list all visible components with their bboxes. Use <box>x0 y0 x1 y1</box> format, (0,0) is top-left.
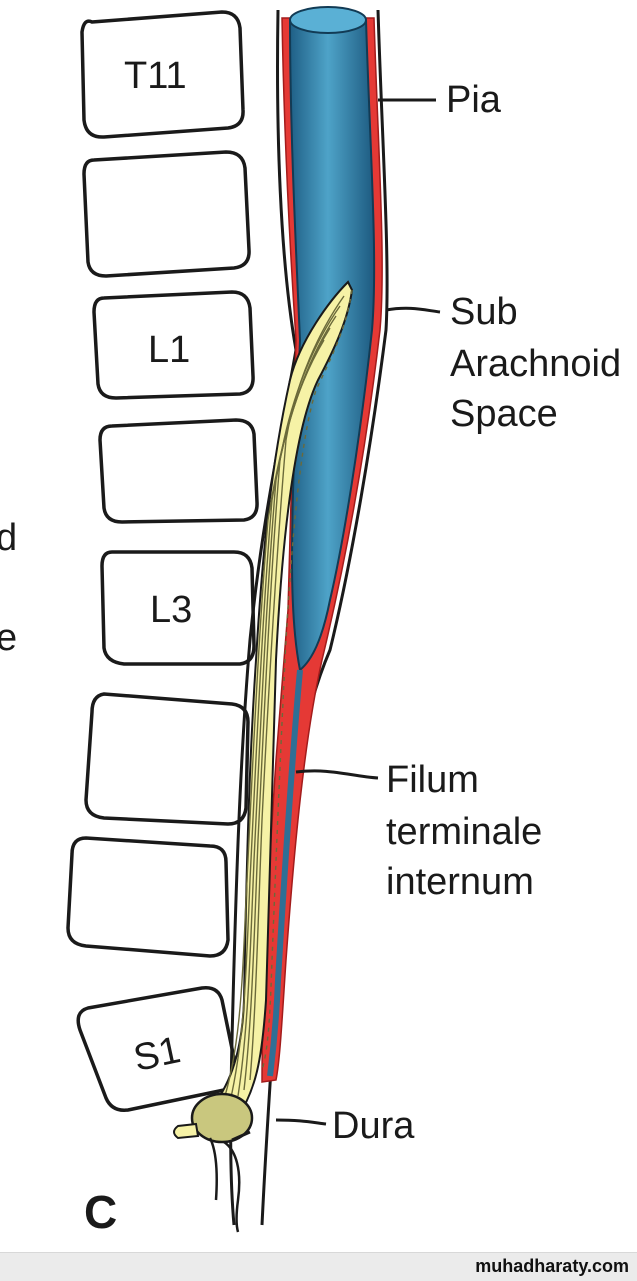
label-subarachnoid-1: Sub <box>450 291 518 333</box>
vertebra-t11 <box>80 10 245 139</box>
vertebra-l4 <box>84 692 250 826</box>
label-filum-1: Filum <box>386 759 479 801</box>
label-t11: T11 <box>124 55 187 97</box>
vertebra-l1 <box>92 290 255 400</box>
spinal-cord-top <box>289 6 367 34</box>
watermark: muhadharaty.com <box>475 1256 629 1276</box>
label-l3: L3 <box>150 589 192 631</box>
label-subarachnoid-3: Space <box>450 393 558 435</box>
filum-terminale-strand <box>267 669 303 1077</box>
cropped-text-2: e <box>0 617 17 659</box>
leader-dura <box>275 1118 327 1126</box>
label-dura: Dura <box>332 1105 415 1147</box>
panel-letter: C <box>84 1186 117 1238</box>
label-filum-3: internum <box>386 861 534 903</box>
leader-subarachnoid <box>385 306 441 314</box>
label-pia: Pia <box>446 79 502 121</box>
vertebra-l3 <box>100 550 256 666</box>
label-s1: S1 <box>130 1029 184 1080</box>
vertebral-column <box>66 10 259 1112</box>
ganglion <box>173 1092 254 1233</box>
cropped-text-1: d <box>0 517 17 559</box>
footer-bar <box>0 1252 637 1281</box>
vertebra-t12 <box>82 150 251 278</box>
leader-filum <box>295 769 379 780</box>
vertebra-l2 <box>98 418 259 524</box>
label-subarachnoid-2: Arachnoid <box>450 343 621 385</box>
label-l1: L1 <box>148 329 190 371</box>
label-filum-2: terminale <box>386 811 542 853</box>
vertebra-l5 <box>66 836 230 958</box>
